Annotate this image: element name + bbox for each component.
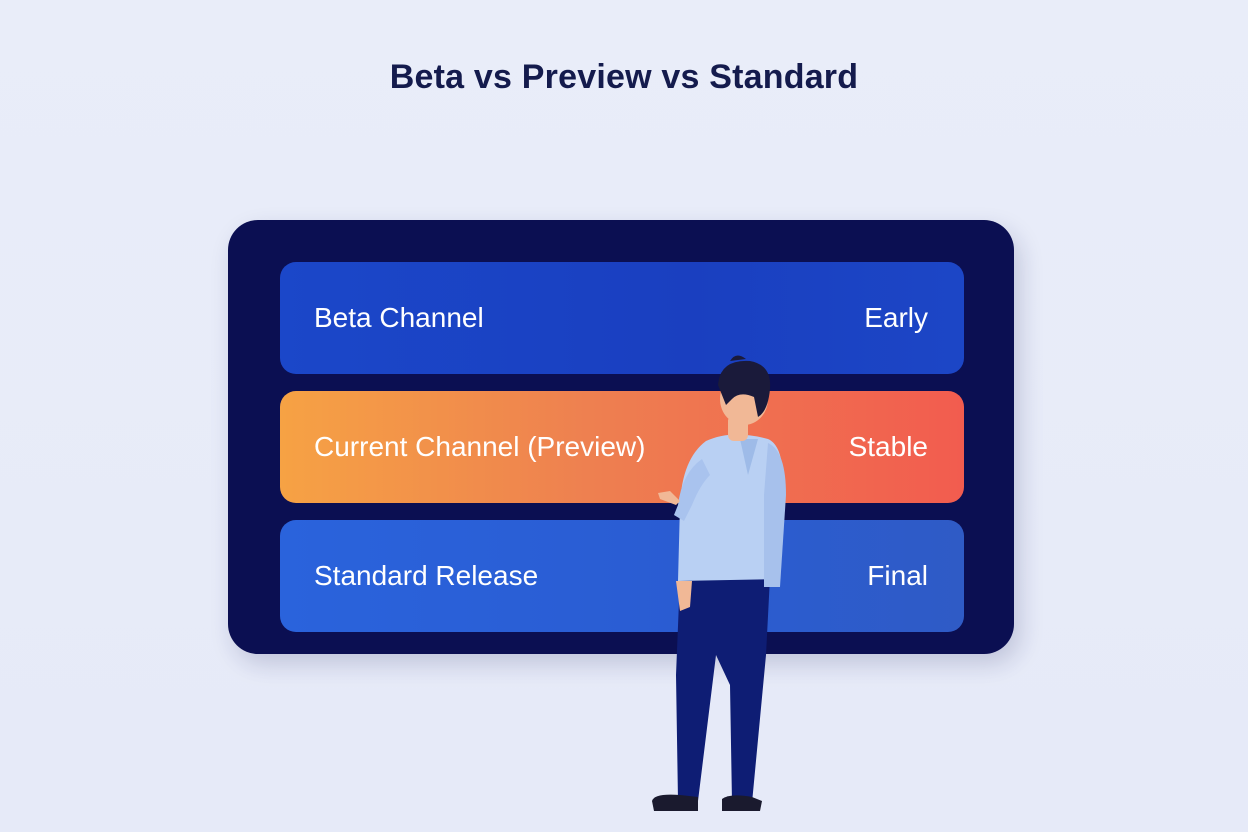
channel-name: Current Channel (Preview) [314,431,646,462]
channel-status: Early [864,302,928,333]
channel-comparison-panel: Beta Channel Early Current Channel (Prev… [228,220,1014,654]
channel-name: Beta Channel [314,302,484,333]
channel-name: Standard Release [314,560,539,591]
channel-row-beta[interactable]: Beta Channel Early [280,262,964,374]
channel-status: Final [867,560,928,591]
channel-row-standard[interactable]: Standard Release Final [280,520,964,632]
person-icon [652,355,786,811]
page-title: Beta vs Preview vs Standard [389,58,859,96]
channel-status: Stable [848,431,928,462]
channel-row-current[interactable]: Current Channel (Preview) Stable [280,391,964,503]
